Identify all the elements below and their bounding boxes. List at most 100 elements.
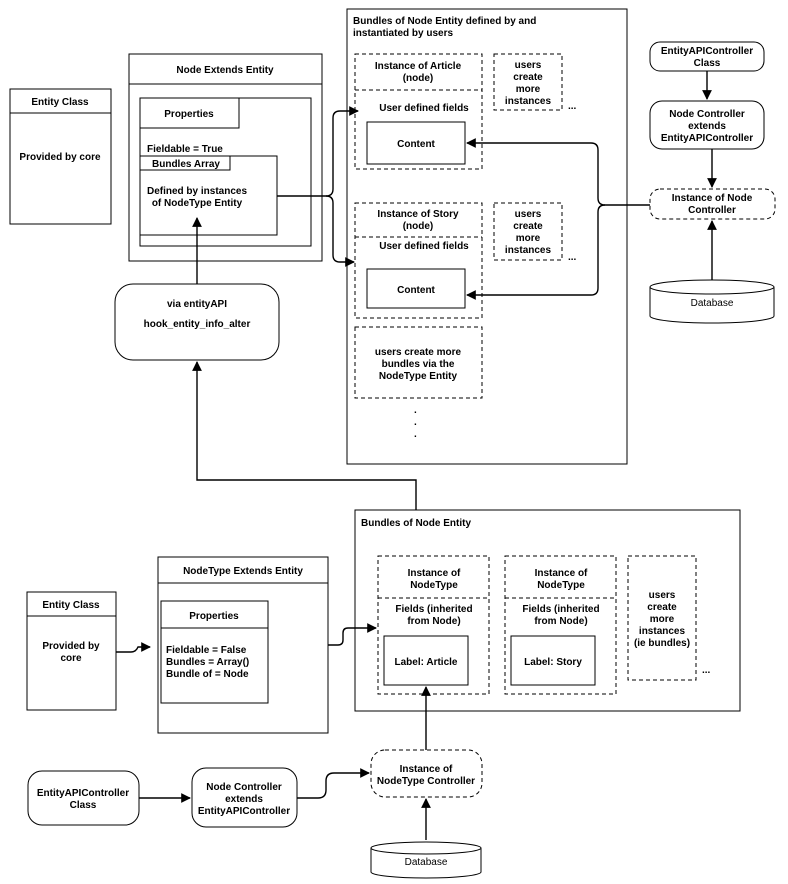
arrow-bundles-to-article (277, 106, 359, 197)
node-fieldable-label: Fieldable = True (147, 144, 223, 155)
nodetype-instance-1-fields-2: from Node) (407, 616, 460, 627)
nodetype-extends-entity-box: NodeType Extends Entity Properties Field… (157, 556, 329, 734)
users-more-2-line-3: more (516, 233, 541, 244)
nodetype-instance-2-title-2: NodeType (537, 580, 585, 591)
defined-by-line-2: of NodeType Entity (152, 198, 243, 209)
entity-api-hook-box: via entityAPI hook_entity_info_alter (114, 283, 280, 361)
bundles-array-label: Bundles Array (152, 159, 220, 170)
top-bundles-container: Bundles of Node Entity defined by and in… (346, 8, 628, 465)
users-more-2-line-2: create (513, 221, 543, 232)
bottom-instance-controller-line-2: NodeType Controller (377, 776, 475, 787)
top-node-controller-line-3: EntityAPIController (661, 133, 753, 144)
hook-line-2: hook_entity_info_alter (144, 319, 251, 330)
bottom-instance-controller-line-1: Instance of (400, 764, 453, 775)
nodetype-fieldable-label: Fieldable = False (166, 645, 247, 656)
bottom-bundles-container: Bundles of Node Entity Instance of NodeT… (354, 509, 741, 712)
bottom-entity-class-title: Entity Class (42, 600, 100, 611)
top-entity-class-box: Entity Class Provided by core (9, 88, 112, 225)
arrow-controller-to-article-content (466, 138, 650, 206)
vertical-dot-1: . (414, 405, 417, 416)
arrow-nodetype-to-bundles (328, 623, 377, 646)
defined-by-line-1: Defined by instances (147, 186, 247, 197)
bottom-node-controller-line-1: Node Controller (206, 782, 282, 793)
nodetype-instance-2-fields-1: Fields (inherited (522, 604, 599, 615)
users-more-2-line-4: instances (505, 245, 552, 256)
label-story: Label: Story (524, 657, 582, 668)
users-more-2-line-1: users (515, 209, 542, 220)
vertical-dot-2: . (414, 417, 417, 428)
top-node-controller-box: Node Controller extends EntityAPIControl… (649, 100, 765, 150)
article-content: Content (397, 139, 435, 150)
users-more-1-line-1: users (515, 60, 542, 71)
bottom-users-more-line-4: instances (639, 626, 686, 637)
top-entity-class-subtitle: Provided by core (19, 152, 101, 163)
ellipsis-1: ... (568, 101, 577, 112)
users-more-1-line-4: instances (505, 96, 552, 107)
nodetype-instance-1-fields-1: Fields (inherited (395, 604, 472, 615)
hook-line-1: via entityAPI (167, 299, 227, 310)
bottom-node-controller-line-2: extends (225, 794, 263, 805)
vertical-dot-3: . (414, 429, 417, 440)
bottom-entity-class-subtitle-2: core (60, 653, 82, 664)
top-instance-controller-line-2: Controller (688, 205, 736, 216)
bottom-users-more-line-1: users (649, 590, 676, 601)
ellipsis-2: ... (568, 252, 577, 263)
article-instance-title-2: (node) (403, 73, 434, 84)
bottom-entity-class-box: Entity Class Provided by core (26, 591, 117, 711)
bottom-bundles-title: Bundles of Node Entity (361, 518, 471, 529)
arrow-bundles-to-story (325, 195, 355, 267)
arrow-entity-class-to-nodetype (116, 642, 151, 653)
bottom-database-cylinder: Database (370, 841, 482, 879)
bottom-controller-class-line-1: EntityAPIController (37, 788, 129, 799)
nodetype-bundle-of-label: Bundle of = Node (166, 669, 249, 680)
bottom-database-label: Database (405, 857, 448, 868)
top-instance-controller-line-1: Instance of Node (672, 193, 753, 204)
more-bundles-line-1: users create more (375, 347, 462, 358)
label-article: Label: Article (395, 657, 458, 668)
node-extends-entity-box: Node Extends Entity Properties Fieldable… (128, 53, 323, 262)
nodetype-instance-1-title-1: Instance of (408, 568, 461, 579)
arrow-bottom-bundles-to-hook (192, 361, 417, 510)
bottom-controller-class-box: EntityAPIController Class (27, 770, 140, 826)
top-bundles-title-2: instantiated by users (353, 28, 453, 39)
story-instance-title-2: (node) (403, 221, 434, 232)
top-node-controller-line-1: Node Controller (669, 109, 745, 120)
arrow-controller-to-story-content (466, 204, 606, 300)
top-node-controller-line-2: extends (688, 121, 726, 132)
bottom-entity-class-subtitle-1: Provided by (42, 641, 100, 652)
top-database-cylinder: Database (649, 279, 775, 324)
top-instance-controller-box: Instance of Node Controller (649, 188, 776, 220)
users-more-1-line-2: create (513, 72, 543, 83)
top-bundles-title-1: Bundles of Node Entity defined by and (353, 16, 536, 27)
nodetype-bundles-label: Bundles = Array() (166, 657, 249, 668)
article-instance-title-1: Instance of Article (375, 61, 462, 72)
nodetype-instance-1-title-2: NodeType (410, 580, 458, 591)
top-controller-class-line-2: Class (694, 58, 721, 69)
bottom-node-controller-box: Node Controller extends EntityAPIControl… (191, 767, 298, 828)
nodetype-instance-2-title-1: Instance of (535, 568, 588, 579)
story-user-fields: User defined fields (379, 241, 469, 252)
node-extends-entity-title: Node Extends Entity (176, 65, 274, 76)
top-controller-class-box: EntityAPIController Class (649, 41, 765, 72)
more-bundles-line-2: bundles via the (382, 359, 455, 370)
bottom-node-controller-line-3: EntityAPIController (198, 806, 290, 817)
top-entity-class-title: Entity Class (31, 97, 89, 108)
arrow-node-controller-to-instance-bottom (297, 768, 370, 799)
node-properties-label: Properties (164, 109, 214, 120)
bottom-users-more-line-2: create (647, 602, 677, 613)
bottom-ellipsis: ... (702, 665, 711, 676)
bottom-instance-controller-box: Instance of NodeType Controller (370, 749, 483, 798)
nodetype-instance-2-fields-2: from Node) (534, 616, 587, 627)
top-controller-class-line-1: EntityAPIController (661, 46, 753, 57)
story-content: Content (397, 285, 435, 296)
bottom-users-more-line-3: more (650, 614, 675, 625)
nodetype-extends-entity-title: NodeType Extends Entity (183, 566, 303, 577)
top-database-label: Database (691, 298, 734, 309)
article-user-fields: User defined fields (379, 103, 469, 114)
more-bundles-line-3: NodeType Entity (379, 371, 458, 382)
bottom-users-more-line-5: (ie bundles) (634, 638, 690, 649)
story-instance-title-1: Instance of Story (377, 209, 459, 220)
nodetype-properties-label: Properties (189, 611, 239, 622)
users-more-1-line-3: more (516, 84, 541, 95)
